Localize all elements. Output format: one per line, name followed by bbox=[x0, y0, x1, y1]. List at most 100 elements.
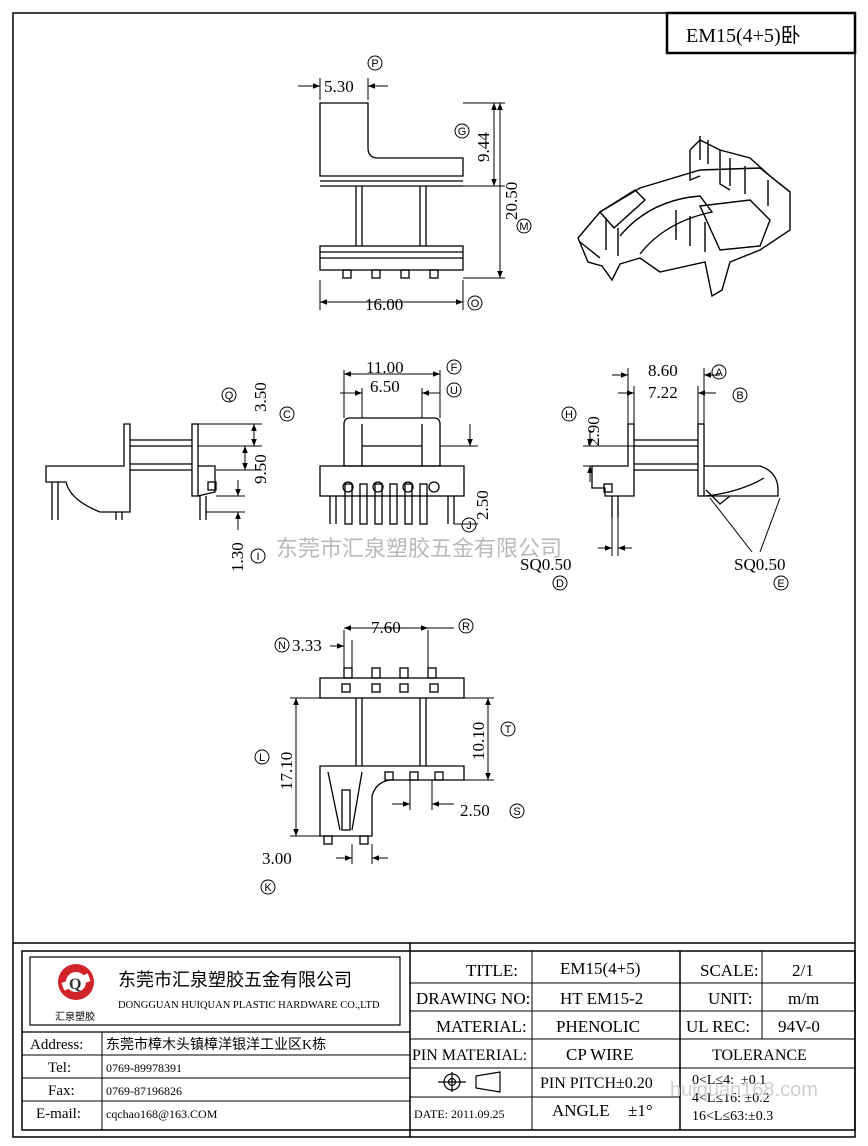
dim-bottom-17-10: 17.10 bbox=[277, 752, 296, 790]
tel-value: 0769-89978391 bbox=[106, 1061, 182, 1075]
material-label: MATERIAL: bbox=[436, 1017, 527, 1036]
marker-S-label: S bbox=[513, 806, 520, 818]
company-name-cn: 东莞市汇泉塑胶五金有限公司 bbox=[118, 970, 352, 990]
front-view bbox=[319, 102, 464, 279]
marker-R-label: R bbox=[462, 621, 470, 633]
marker-H bbox=[561, 406, 577, 422]
side-left-view bbox=[45, 423, 217, 520]
marker-A bbox=[711, 364, 727, 380]
dim-right-2-90: 2.90 bbox=[584, 416, 603, 446]
dim-front-5-30: 5.30 bbox=[324, 77, 354, 96]
drawing-no-value: HT EM15-2 bbox=[560, 989, 643, 1008]
pin-material-label: PIN MATERIAL: bbox=[412, 1047, 527, 1064]
logo-caption: 汇泉塑胶 bbox=[55, 1010, 95, 1023]
marker-J-label: J bbox=[466, 520, 472, 532]
side-right-dims bbox=[583, 368, 781, 556]
marker-L bbox=[254, 749, 270, 765]
dim-right-8-60: 8.60 bbox=[648, 361, 678, 380]
marker-U bbox=[446, 382, 462, 398]
dim-front-9-44: 9.44 bbox=[474, 132, 493, 162]
marker-K bbox=[260, 879, 276, 895]
ul-rec-label: UL REC: bbox=[686, 1017, 750, 1036]
dim-bottom-10-10: 10.10 bbox=[469, 722, 488, 760]
marker-B-label: B bbox=[736, 390, 743, 402]
dim-side-9-50: 9.50 bbox=[251, 454, 270, 484]
marker-G-label: G bbox=[458, 126, 467, 138]
marker-F-label: F bbox=[451, 362, 458, 374]
marker-K-label: K bbox=[264, 882, 272, 894]
tolerance-label: TOLERANCE bbox=[712, 1047, 807, 1064]
front-mid-view bbox=[319, 417, 465, 525]
dim-front-16-00: 16.00 bbox=[365, 295, 403, 314]
email-value: cqchao168@163.COM bbox=[106, 1107, 218, 1121]
material-value: PHENOLIC bbox=[556, 1017, 640, 1036]
company-name-en: DONGGUAN HUIQUAN PLASTIC HARDWARE CO.,LT… bbox=[118, 1000, 380, 1011]
dim-side-3-50: 3.50 bbox=[251, 382, 270, 412]
dim-mid-2-50: 2.50 bbox=[473, 490, 492, 520]
dim-bottom-2-50: 2.50 bbox=[460, 801, 490, 820]
marker-R bbox=[458, 618, 474, 634]
tolerance-row-3: 16<L≤63:±0.3 bbox=[692, 1109, 773, 1124]
dim-side-1-30: 1.30 bbox=[228, 542, 247, 572]
watermark-company: 东莞市汇泉塑胶五金有限公司 bbox=[276, 537, 562, 562]
marker-I-label: I bbox=[256, 551, 259, 563]
marker-E bbox=[773, 575, 789, 591]
marker-O-label: O bbox=[471, 298, 480, 310]
side-left-dims bbox=[198, 423, 262, 530]
marker-E-label: E bbox=[777, 578, 784, 590]
marker-T-label: T bbox=[505, 724, 512, 736]
marker-H-label: H bbox=[565, 409, 573, 421]
marker-I bbox=[250, 548, 266, 564]
marker-M bbox=[516, 218, 532, 234]
fax-label: Fax: bbox=[48, 1083, 75, 1099]
email-label: E-mail: bbox=[36, 1106, 81, 1122]
marker-Q-label: Q bbox=[225, 390, 234, 402]
marker-U-label: U bbox=[450, 385, 458, 397]
marker-N bbox=[274, 637, 290, 653]
dim-mid-6-50: 6.50 bbox=[370, 377, 400, 396]
logo-letter: Q bbox=[69, 976, 81, 993]
marker-M-label: M bbox=[519, 221, 528, 233]
dim-bottom-3-00: 3.00 bbox=[262, 849, 292, 868]
marker-D-label: D bbox=[556, 578, 564, 590]
dim-right-sq-d: SQ0.50 bbox=[520, 555, 571, 574]
front-mid-dims bbox=[340, 370, 478, 525]
scale-label: SCALE: bbox=[700, 961, 759, 980]
unit-value: m/m bbox=[788, 989, 819, 1008]
marker-O bbox=[467, 295, 483, 311]
marker-N-label: N bbox=[278, 640, 286, 652]
isometric-view bbox=[577, 136, 791, 298]
marker-Q bbox=[221, 387, 237, 403]
outer-border bbox=[12, 12, 856, 1138]
part-code-title: EM15(4+5)卧 bbox=[686, 24, 801, 47]
dim-front-20-50: 20.50 bbox=[502, 182, 521, 220]
marker-A-label: A bbox=[715, 367, 723, 379]
title-label: TITLE: bbox=[466, 961, 518, 980]
marker-D bbox=[552, 575, 568, 591]
marker-B bbox=[732, 387, 748, 403]
address-label: Address: bbox=[30, 1037, 83, 1053]
projection-symbol-icon bbox=[438, 1071, 501, 1093]
marker-S bbox=[509, 803, 525, 819]
tel-label: Tel: bbox=[48, 1060, 71, 1076]
tolerance-row-2: 4<L≤16: ±0.2 bbox=[692, 1091, 770, 1106]
title-value: EM15(4+5) bbox=[560, 959, 640, 978]
watermark-site: huiquan168.com bbox=[670, 1079, 818, 1101]
fax-value: 0769-87196826 bbox=[106, 1084, 182, 1098]
marker-T bbox=[500, 721, 516, 737]
address-value: 东莞市樟木头镇樟洋银洋工业区K栋 bbox=[106, 1036, 326, 1053]
dim-right-7-22: 7.22 bbox=[648, 383, 678, 402]
front-view-dims bbox=[298, 78, 505, 310]
dim-bottom-3-33: 3.33 bbox=[292, 636, 322, 655]
drawing-no-label: DRAWING NO: bbox=[416, 989, 530, 1008]
marker-G bbox=[454, 123, 470, 139]
marker-P bbox=[367, 55, 383, 71]
marker-C-label: C bbox=[283, 409, 291, 421]
pin-pitch: PIN PITCH±0.20 bbox=[540, 1075, 653, 1092]
dim-bottom-7-60: 7.60 bbox=[371, 618, 401, 637]
part-code-box: EM15(4+5)卧 bbox=[665, 11, 857, 55]
marker-L-label: L bbox=[259, 752, 265, 764]
company-logo: Q bbox=[58, 964, 94, 1000]
angle-value: ±1° bbox=[628, 1101, 653, 1120]
marker-J bbox=[461, 517, 477, 533]
